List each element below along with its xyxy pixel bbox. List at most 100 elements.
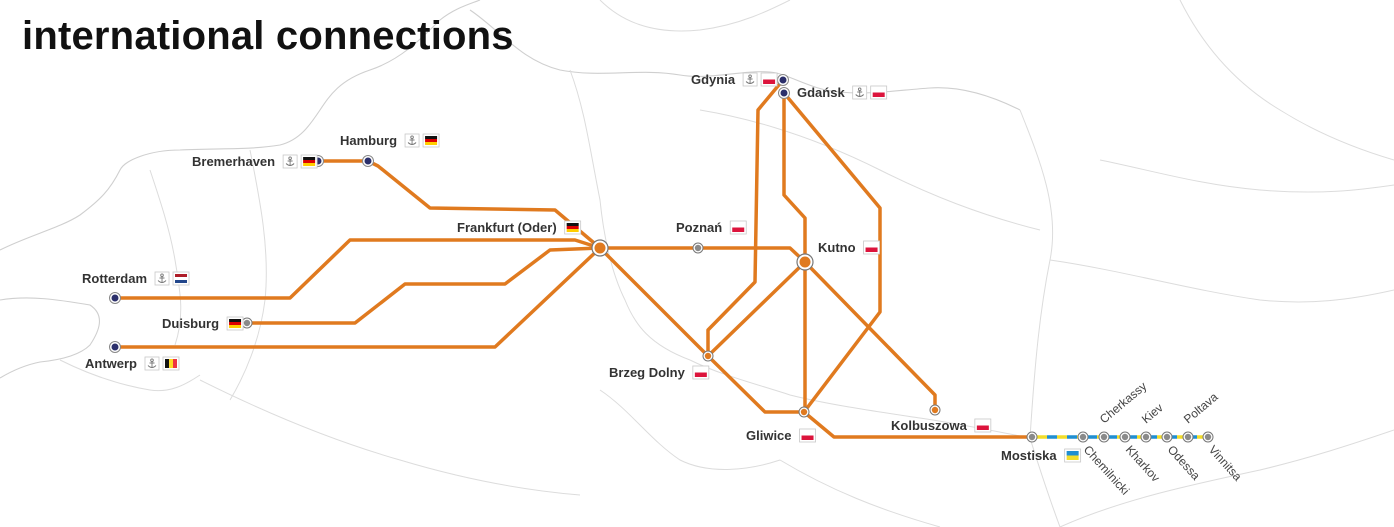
flag-icon <box>162 356 180 371</box>
ua-stop-node[interactable] <box>1119 431 1131 443</box>
border-north-east <box>1179 0 1394 161</box>
node-poznan[interactable] <box>692 242 704 254</box>
border-ua-west <box>1029 437 1061 527</box>
node-brzeg[interactable] <box>702 350 714 362</box>
node-gliwice[interactable] <box>798 406 810 418</box>
station-name: Poznań <box>676 220 722 235</box>
border-west-de <box>229 149 267 401</box>
station-name: Kutno <box>818 240 856 255</box>
node-mostiska[interactable] <box>1026 431 1038 443</box>
route-brzeg-kutno <box>706 260 807 358</box>
border-scand <box>599 0 791 32</box>
node-gdansk[interactable] <box>778 87 790 99</box>
border-nl-de <box>149 169 182 346</box>
ua-stop-node[interactable] <box>1182 431 1194 443</box>
label-mostiska[interactable]: Mostiska <box>1001 448 1082 463</box>
station-nodes <box>109 74 1214 443</box>
label-rotterdam[interactable]: Rotterdam <box>82 271 190 286</box>
flag-icon <box>799 428 816 443</box>
anchor-icon <box>144 356 160 371</box>
label-gdansk[interactable]: Gdańsk <box>797 85 888 100</box>
station-labels: GdyniaGdańskHamburgBremerhavenFrankfurt … <box>82 72 1082 463</box>
station-name: Brzeg Dolny <box>609 365 686 380</box>
flag-icon <box>760 72 778 87</box>
border-ua-south <box>1059 429 1394 527</box>
flag-icon <box>422 133 440 148</box>
border-de-south <box>199 379 581 496</box>
border-cz <box>599 389 781 470</box>
label-hamburg[interactable]: Hamburg <box>340 133 440 148</box>
station-name: Hamburg <box>340 133 397 148</box>
station-name: Rotterdam <box>82 271 147 286</box>
rail-routes <box>113 78 1034 439</box>
label-antwerp[interactable]: Antwerp <box>85 356 180 371</box>
station-name: Mostiska <box>1001 448 1057 463</box>
label-bremerhaven[interactable]: Bremerhaven <box>192 154 318 169</box>
station-name: Antwerp <box>85 356 137 371</box>
route-brzeg-gdynia <box>706 78 785 358</box>
station-name: Gliwice <box>746 428 792 443</box>
node-antwerp[interactable] <box>109 341 121 353</box>
flag-icon <box>692 365 710 380</box>
station-name: Gdynia <box>691 72 736 87</box>
label-frankfurt[interactable]: Frankfurt (Oder) <box>457 220 582 235</box>
node-rotterdam[interactable] <box>109 292 121 304</box>
ua-stop-label: Kiev <box>1139 401 1166 427</box>
anchor-icon <box>154 271 170 286</box>
flag-icon <box>974 418 992 433</box>
station-name: Gdańsk <box>797 85 845 100</box>
coastline-north-sea <box>0 0 481 251</box>
ua-stop-node[interactable] <box>1077 431 1089 443</box>
station-name: Duisburg <box>162 316 219 331</box>
route-frankfurt-brzeg <box>598 246 710 358</box>
node-duisburg[interactable] <box>241 317 253 329</box>
label-brzeg[interactable]: Brzeg Dolny <box>609 365 710 380</box>
border-be <box>59 359 201 392</box>
label-poznan[interactable]: Poznań <box>676 220 747 235</box>
node-hamburg[interactable] <box>362 155 374 167</box>
ua-stop-label: Poltava <box>1181 390 1221 427</box>
map-title: international connections <box>22 14 514 58</box>
border-de-pl <box>569 69 691 361</box>
route-rotterdam-frankfurt <box>113 238 602 300</box>
anchor-icon <box>852 85 868 100</box>
border-mid-pl <box>699 109 1041 231</box>
label-kolbuszowa[interactable]: Kolbuszowa <box>891 418 992 433</box>
label-gdynia[interactable]: Gdynia <box>691 72 778 87</box>
ua-stop-label: Kharkov <box>1123 443 1163 485</box>
ua-stop-node[interactable] <box>1140 431 1152 443</box>
label-kutno[interactable]: Kutno <box>818 240 880 255</box>
flag-icon <box>870 85 888 100</box>
node-frankfurt[interactable] <box>591 239 609 257</box>
flag-icon <box>1064 448 1082 463</box>
flag-icon <box>564 220 582 235</box>
anchor-icon <box>404 133 420 148</box>
ua-stop-node[interactable] <box>1202 431 1214 443</box>
border-east-far <box>1099 159 1394 193</box>
node-kutno[interactable] <box>796 253 814 271</box>
station-name: Bremerhaven <box>192 154 275 169</box>
ua-stop-node[interactable] <box>1161 431 1173 443</box>
ua-stop-node[interactable] <box>1098 431 1110 443</box>
label-gliwice[interactable]: Gliwice <box>746 428 816 443</box>
route-kutno-gdansk <box>782 91 807 264</box>
flag-icon <box>300 154 318 169</box>
station-name: Kolbuszowa <box>891 418 968 433</box>
route-bremerhaven-hamburg-frankfurt <box>316 159 602 250</box>
node-kolbuszowa[interactable] <box>929 404 941 416</box>
coastline-west <box>0 297 100 379</box>
anchor-icon <box>282 154 298 169</box>
label-duisburg[interactable]: Duisburg <box>162 316 244 331</box>
station-name: Frankfurt (Oder) <box>457 220 557 235</box>
route-gdansk-gliwice <box>782 91 882 414</box>
flag-icon <box>172 271 190 286</box>
route-duisburg-frankfurt <box>245 246 602 325</box>
node-gdynia[interactable] <box>777 74 789 86</box>
border-south-far <box>779 459 941 527</box>
ua-stop-label: Odessa <box>1165 443 1203 483</box>
route-antwerp-frankfurt <box>113 246 602 349</box>
border-ua-north <box>1049 259 1394 303</box>
